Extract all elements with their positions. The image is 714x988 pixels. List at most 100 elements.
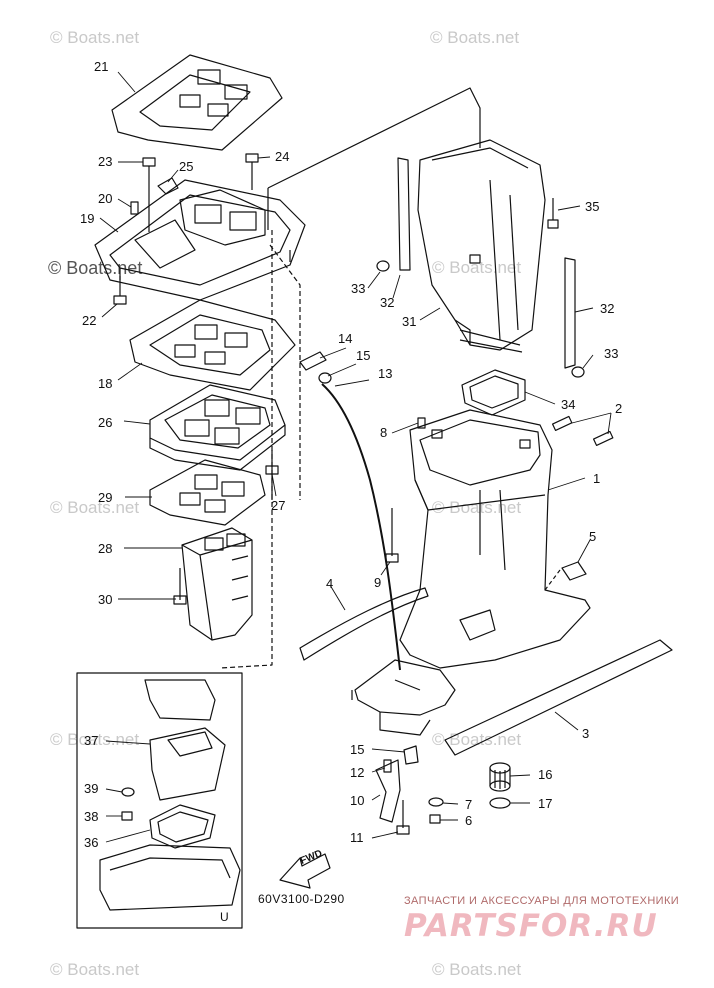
callout-36: 36: [84, 835, 99, 850]
callout-16: 16: [538, 767, 553, 782]
callout-17: 17: [538, 796, 553, 811]
callout-22: 22: [82, 313, 97, 328]
watermark: © Boats.net: [432, 498, 522, 517]
lower-casing: [351, 659, 456, 736]
bolt-6: [429, 814, 441, 824]
bolt-9: [385, 508, 399, 563]
gasket-34: [461, 369, 526, 416]
dowel-pin-2: [592, 430, 614, 447]
callout-6: 6: [465, 813, 473, 828]
joint-14: [299, 351, 327, 371]
callout-15: 15: [356, 348, 371, 363]
callout-14: 14: [338, 331, 353, 346]
callout-23: 23: [98, 154, 113, 169]
callout-8: 8: [380, 425, 388, 440]
callout-25: 25: [179, 159, 194, 174]
inset-parts: [99, 679, 241, 911]
clip-15: [318, 372, 332, 384]
callout-28: 28: [98, 541, 113, 556]
callout-32: 32: [380, 295, 395, 310]
callout-18: 18: [98, 376, 113, 391]
callout-21: 21: [94, 59, 109, 74]
bolt-22: [113, 276, 127, 305]
diagram-code: 60V3100-D290: [258, 892, 345, 906]
anode-16: [489, 762, 511, 792]
washer-39: [121, 787, 135, 797]
grommet-33: [376, 260, 390, 272]
watermark: © Boats.net: [432, 960, 522, 979]
upper-casing-1: [399, 409, 591, 669]
callout-33: 33: [351, 281, 366, 296]
watermark: © Boats.net: [432, 258, 522, 277]
exhaust-manifold-28: [181, 527, 253, 641]
bolt-24: [245, 153, 259, 190]
callout-39: 39: [84, 781, 99, 796]
bolt-30: [173, 568, 187, 605]
bolt-23: [142, 157, 156, 232]
inset-label: U: [220, 910, 229, 924]
callout-3: 3: [582, 726, 590, 741]
grommet-5: [561, 561, 587, 581]
clip-15: [403, 745, 419, 765]
seal-3: [444, 639, 673, 756]
oil-pan-31: [417, 139, 546, 353]
callout-15: 15: [350, 742, 365, 757]
callout-12: 12: [350, 765, 365, 780]
nipple-25: [157, 177, 179, 195]
bolt-38: [121, 811, 133, 821]
callout-7: 7: [465, 797, 473, 812]
callout-1: 1: [593, 471, 601, 486]
rubber-seal-32: [564, 257, 576, 369]
callout-24: 24: [275, 149, 290, 164]
brand-logo: PARTSFOR.RU: [404, 908, 658, 944]
washer-7: [428, 797, 444, 807]
callout-19: 19: [80, 211, 95, 226]
hose-13: [321, 383, 401, 671]
gasket-18: [129, 299, 296, 391]
pin-12: [383, 759, 392, 773]
callout-9: 9: [374, 575, 382, 590]
callout-10: 10: [350, 793, 365, 808]
exhaust-guide-26: [149, 384, 286, 471]
callout-27: 27: [271, 498, 286, 513]
bolt-35: [547, 198, 559, 229]
watermark: © Boats.net: [50, 498, 140, 517]
callout-33: 33: [604, 346, 619, 361]
callout-4: 4: [326, 576, 334, 591]
inset-box: [76, 672, 243, 929]
callout-29: 29: [98, 490, 113, 505]
callout-20: 20: [98, 191, 113, 206]
bracket-10: [375, 759, 401, 823]
callout-31: 31: [402, 314, 417, 329]
watermark: © Boats.net: [432, 730, 522, 749]
seal-4: [299, 587, 429, 661]
watermark: © Boats.net: [430, 28, 520, 47]
bolt-11: [396, 800, 410, 835]
watermark: © Boats.net: [50, 28, 140, 47]
exhaust-plate-19: [94, 179, 306, 301]
brand-tagline: ЗАПЧАСТИ И АКСЕССУАРЫ ДЛЯ МОТОТЕХНИКИ: [404, 895, 680, 907]
pin-20: [130, 201, 139, 215]
callout-26: 26: [98, 415, 113, 430]
gasket-29: [149, 459, 266, 526]
callout-2: 2: [615, 401, 623, 416]
fwd-arrow: [279, 853, 331, 889]
callout-37: 37: [84, 733, 99, 748]
watermark: © Boats.net: [48, 258, 143, 278]
callout-13: 13: [378, 366, 393, 381]
callout-34: 34: [561, 397, 576, 412]
gasket-21: [111, 54, 283, 151]
callout-30: 30: [98, 592, 113, 607]
callout-5: 5: [589, 529, 597, 544]
callout-38: 38: [84, 809, 99, 824]
callout-11: 11: [350, 830, 364, 845]
callout-32: 32: [600, 301, 615, 316]
dowel-pin-2: [551, 415, 573, 432]
callout-35: 35: [585, 199, 600, 214]
clip-17: [489, 797, 511, 809]
grommet-33: [571, 366, 585, 378]
rubber-seal-32: [397, 157, 411, 271]
watermark: © Boats.net: [50, 960, 140, 979]
